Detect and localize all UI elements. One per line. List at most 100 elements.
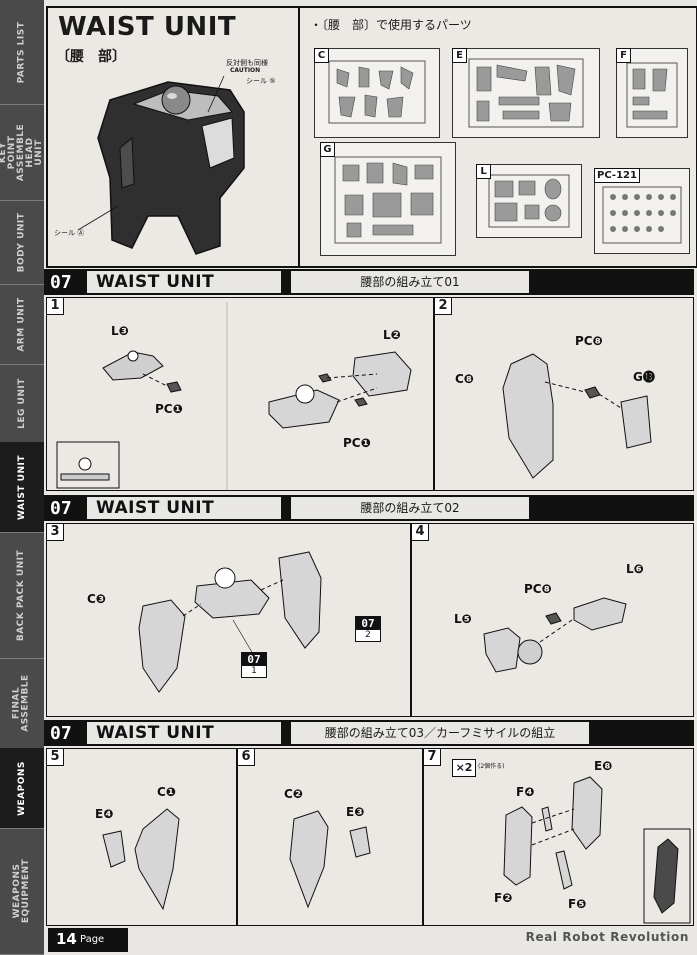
runner-parts-icon xyxy=(488,174,570,228)
part-label-e4: E❹ xyxy=(95,807,114,821)
runner-parts-icon xyxy=(334,156,442,244)
step-5-diagram xyxy=(102,808,180,911)
tab-label: LEG UNIT xyxy=(16,377,27,429)
tab-leg-unit[interactable]: LEG UNIT xyxy=(0,364,44,443)
section-number: 07 xyxy=(50,272,72,293)
part-label-l2: L❷ xyxy=(383,328,401,342)
step-number: 6 xyxy=(238,749,255,766)
part-label-l6: L❻ xyxy=(626,562,644,576)
step-1-panel: 1 L❸ L❷ PC❶ PC❶ xyxy=(46,297,434,491)
part-label-f5: F❺ xyxy=(568,897,587,911)
runner-pc121: PC-121 xyxy=(594,168,690,254)
runner-letter: PC-121 xyxy=(594,168,640,183)
runner-parts-icon xyxy=(602,186,682,244)
parts-used-heading: ・〔腰 部〕で使用するパーツ xyxy=(310,18,472,32)
seal-label-bottom: シール Ⓐ xyxy=(54,229,85,237)
part-label-c1: C❶ xyxy=(157,785,176,799)
caution-label: CAUTION xyxy=(230,67,261,74)
waist-render-illustration xyxy=(77,75,245,255)
step-4-panel: 4 L❻ PC❽ L❺ xyxy=(411,523,694,717)
step-4-diagram xyxy=(483,597,627,673)
part-label-f4: F❹ xyxy=(516,785,535,799)
tab-label: ARM UNIT xyxy=(16,296,27,352)
step-6-diagram xyxy=(289,810,371,909)
section-title: WAIST UNIT xyxy=(96,723,215,743)
tab-final-assemble[interactable]: FINAL ASSEMBLE xyxy=(0,658,44,749)
tab-key-point[interactable]: KEY POINT ASSEMBLE HEAD UNIT xyxy=(0,104,45,201)
tab-label: WAIST UNIT xyxy=(16,454,27,520)
page-number: 14 xyxy=(56,930,77,948)
caution-note: 反対側も同様 xyxy=(226,59,268,67)
section-subtitle: 腰部の組み立て01 xyxy=(290,270,530,294)
multiplier-badge: ×2 xyxy=(452,759,476,777)
tab-waist-unit[interactable]: WAIST UNIT xyxy=(0,442,44,533)
runner-parts-icon xyxy=(328,60,426,124)
runner-letter: F xyxy=(616,48,631,63)
part-label-e8: E❽ xyxy=(594,759,613,773)
step-number: 2 xyxy=(435,298,452,315)
tab-weapons[interactable]: WEAPONS xyxy=(0,748,44,829)
tab-arm-unit[interactable]: ARM UNIT xyxy=(0,284,44,365)
step-2-panel: 2 PC❽ C❽ G⓭ xyxy=(434,297,694,491)
step-number: 7 xyxy=(424,749,441,766)
section-subtitle: 腰部の組み立て03／カーフミサイルの組立 xyxy=(290,721,590,745)
section-header-3: 07 WAIST UNIT 腰部の組み立て03／カーフミサイルの組立 xyxy=(44,720,694,746)
section-number: 07 xyxy=(50,498,72,519)
multiplier-note: (2個作る) xyxy=(478,763,505,770)
sidebar-index: PARTS LIST KEY POINT ASSEMBLE HEAD UNIT … xyxy=(0,0,45,955)
runner-f: F xyxy=(616,48,688,138)
tab-label: WEAPONS EQUIPMENT xyxy=(12,858,32,924)
part-label-f2: F❷ xyxy=(494,891,513,905)
runner-parts-icon xyxy=(626,62,678,128)
step-3-diagram xyxy=(138,551,322,693)
step-number: 3 xyxy=(47,524,64,541)
runner-parts-icon xyxy=(468,58,584,128)
runner-letter: L xyxy=(476,164,491,179)
part-label-pc1-a: PC❶ xyxy=(155,402,183,416)
step-number: 4 xyxy=(412,524,429,541)
section-title: WAIST UNIT xyxy=(96,272,215,292)
runner-letter: G xyxy=(320,142,335,157)
section-header-1: 07 WAIST UNIT 腰部の組み立て01 xyxy=(44,269,694,295)
runner-l: L xyxy=(476,164,582,238)
tab-label: FINAL ASSEMBLE xyxy=(12,674,32,732)
page-number-box: 14 Page xyxy=(48,928,128,952)
seal-label-top: シール ⑤ xyxy=(246,77,276,85)
tab-label: KEY POINT ASSEMBLE HEAD UNIT xyxy=(0,123,45,181)
runner-g: G xyxy=(320,142,456,256)
part-label-pc1-b: PC❶ xyxy=(343,436,371,450)
section-header-2: 07 WAIST UNIT 腰部の組み立て02 xyxy=(44,495,694,521)
step-number: 1 xyxy=(47,298,64,315)
runner-c: C xyxy=(314,48,440,138)
step-5-panel: 5 C❶ E❹ xyxy=(46,748,237,926)
tab-back-pack-unit[interactable]: BACK PACK UNIT xyxy=(0,532,44,659)
page-subtitle: 〔腰 部〕 xyxy=(56,49,126,65)
step-1-diagram xyxy=(56,302,412,490)
section-title: WAIST UNIT xyxy=(96,498,215,518)
waist-overview-panel: WAIST UNIT 〔腰 部〕 反対側も同様 CAUTION シール ⑤ シー… xyxy=(46,6,302,268)
parts-used-panel: ・〔腰 部〕で使用するパーツ C E F G L PC-121 xyxy=(298,6,697,268)
section-subtitle: 腰部の組み立て02 xyxy=(290,496,530,520)
tab-weapons-equipment[interactable]: WEAPONS EQUIPMENT xyxy=(0,828,44,955)
tab-label: PARTS LIST xyxy=(16,21,27,83)
tab-label: WEAPONS xyxy=(16,760,27,816)
part-label-pc8: PC❽ xyxy=(575,334,603,348)
part-label-c3: C❸ xyxy=(87,592,106,606)
tab-parts-list[interactable]: PARTS LIST xyxy=(0,0,44,105)
tab-body-unit[interactable]: BODY UNIT xyxy=(0,200,44,285)
section-title-box xyxy=(86,270,282,294)
page-label: Page xyxy=(80,934,105,945)
part-label-c2: C❷ xyxy=(284,787,303,801)
runner-letter: C xyxy=(314,48,329,63)
step-6-panel: 6 C❷ E❸ xyxy=(237,748,423,926)
step-number: 5 xyxy=(47,749,64,766)
page-title: WAIST UNIT xyxy=(58,12,237,42)
part-label-l5: L❺ xyxy=(454,612,472,626)
runner-e: E xyxy=(452,48,600,138)
brand-footer: Real Robot Revolution xyxy=(525,930,689,944)
step-2-diagram xyxy=(502,353,652,479)
part-label-l3: L❸ xyxy=(111,324,129,338)
